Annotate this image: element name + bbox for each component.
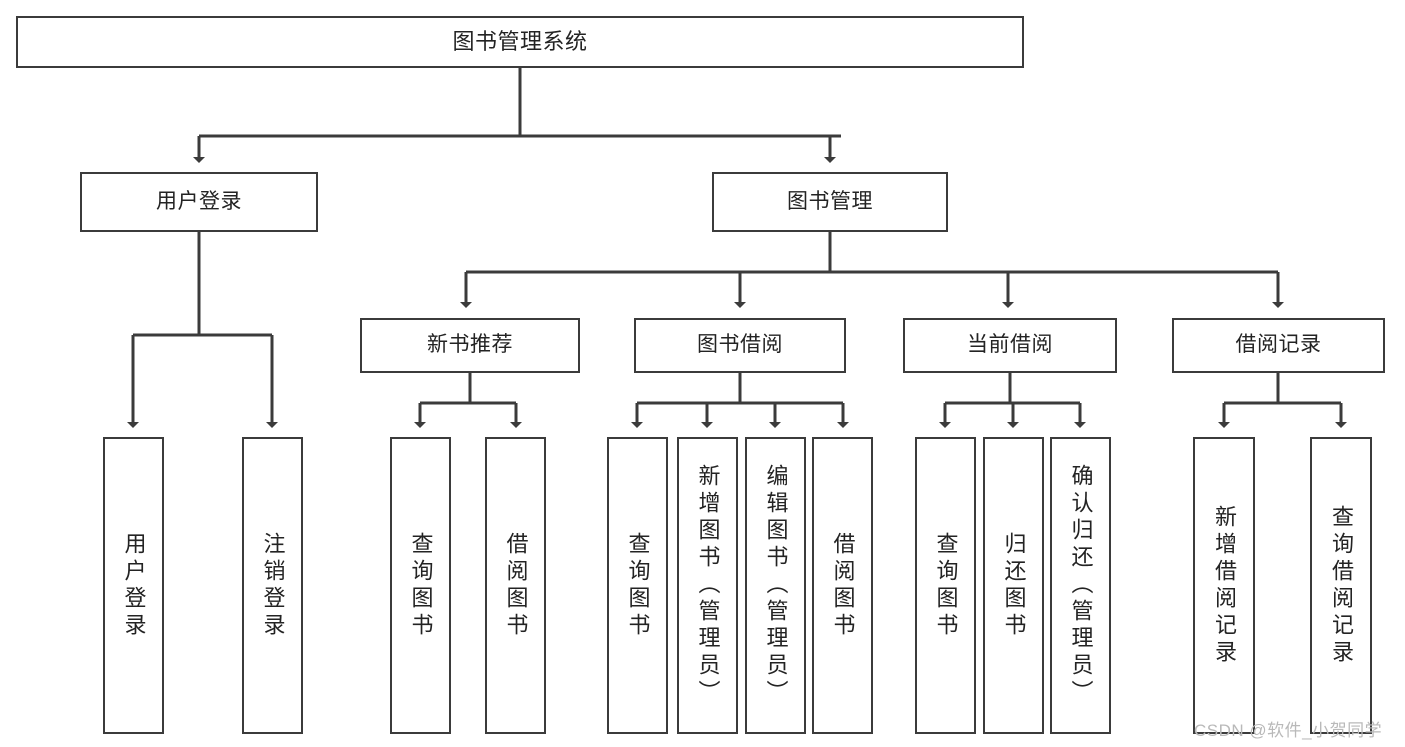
node-leaf-user-login-label: 用户登录 [121, 531, 147, 640]
node-leaf-user-login[interactable]: 用户登录 [103, 437, 164, 734]
node-leaf-query-book-2-label: 查询图书 [625, 531, 651, 640]
node-leaf-query-book-3-label: 查询图书 [933, 531, 959, 640]
node-leaf-borrow-book-1-label: 借阅图书 [503, 531, 529, 640]
node-leaf-query-book-2[interactable]: 查询图书 [607, 437, 668, 734]
node-leaf-borrow-book-2[interactable]: 借阅图书 [812, 437, 873, 734]
node-book-borrow-label: 图书借阅 [697, 333, 783, 357]
node-leaf-edit-book[interactable]: 编辑图书（管理员） [745, 437, 806, 734]
node-book-borrow[interactable]: 图书借阅 [634, 318, 846, 373]
node-root-label: 图书管理系统 [452, 29, 588, 55]
node-root[interactable]: 图书管理系统 [16, 16, 1024, 68]
node-leaf-query-record-label: 查询借阅记录 [1329, 504, 1354, 667]
node-borrow-record-label: 借阅记录 [1235, 333, 1322, 357]
node-leaf-query-book-1[interactable]: 查询图书 [390, 437, 451, 734]
node-user-login[interactable]: 用户登录 [80, 172, 318, 232]
node-leaf-query-book-3[interactable]: 查询图书 [915, 437, 976, 734]
node-leaf-query-record[interactable]: 查询借阅记录 [1310, 437, 1372, 734]
node-user-login-label: 用户登录 [156, 189, 242, 213]
node-leaf-borrow-book-2-label: 借阅图书 [830, 531, 856, 640]
node-leaf-query-book-1-label: 查询图书 [408, 531, 434, 640]
node-book-manage-label: 图书管理 [787, 189, 873, 213]
node-leaf-user-logout-label: 注销登录 [260, 531, 286, 640]
watermark: CSDN @软件_小贺同学 [1194, 721, 1383, 740]
node-leaf-return-book-label: 归还图书 [1001, 531, 1027, 640]
node-leaf-user-logout[interactable]: 注销登录 [242, 437, 303, 734]
node-new-book-rec[interactable]: 新书推荐 [360, 318, 580, 373]
node-leaf-borrow-book-1[interactable]: 借阅图书 [485, 437, 546, 734]
node-book-manage[interactable]: 图书管理 [712, 172, 948, 232]
node-leaf-edit-book-label: 编辑图书（管理员） [763, 464, 789, 707]
node-leaf-confirm-return[interactable]: 确认归还（管理员） [1050, 437, 1111, 734]
node-leaf-add-record-label: 新增借阅记录 [1212, 504, 1237, 667]
node-leaf-add-book-label: 新增图书（管理员） [695, 464, 721, 707]
node-leaf-confirm-return-label: 确认归还（管理员） [1068, 464, 1094, 707]
node-new-book-rec-label: 新书推荐 [427, 333, 513, 357]
node-borrow-record[interactable]: 借阅记录 [1172, 318, 1385, 373]
node-leaf-add-record[interactable]: 新增借阅记录 [1193, 437, 1255, 734]
node-current-borrow-label: 当前借阅 [967, 333, 1053, 357]
node-leaf-return-book[interactable]: 归还图书 [983, 437, 1044, 734]
node-leaf-add-book[interactable]: 新增图书（管理员） [677, 437, 738, 734]
node-current-borrow[interactable]: 当前借阅 [903, 318, 1117, 373]
